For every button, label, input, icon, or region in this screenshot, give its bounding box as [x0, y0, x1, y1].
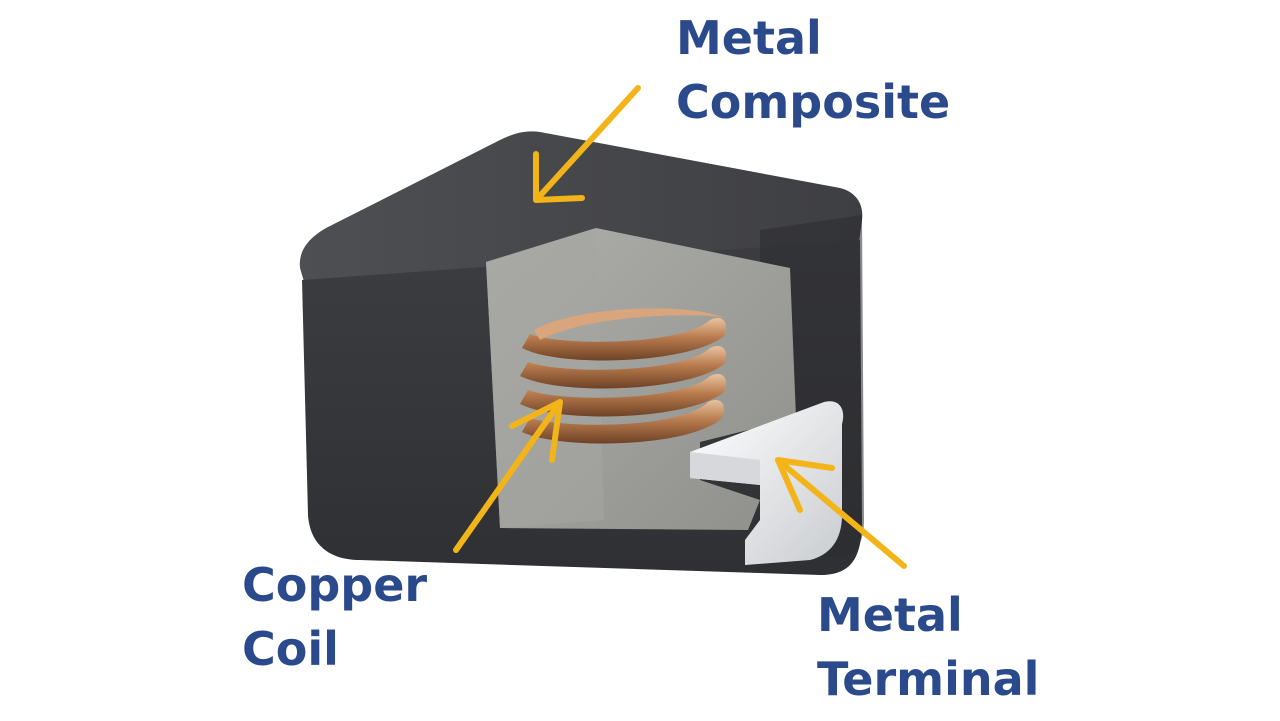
- arrow-copper-coil: [453, 399, 563, 553]
- arrow-metal-composite: [533, 85, 641, 203]
- label-metal-composite-line1: Metal: [676, 11, 822, 65]
- label-metal-composite: Metal Composite: [676, 6, 950, 134]
- arrow-metal-terminal: [775, 457, 907, 569]
- label-metal-terminal-line1: Metal: [817, 588, 963, 642]
- metal-terminal: [690, 401, 844, 565]
- label-metal-composite-line2: Composite: [676, 75, 951, 129]
- label-copper-coil-line1: Copper: [242, 558, 428, 612]
- label-metal-terminal-line2: Terminal: [817, 652, 1040, 706]
- label-metal-terminal: Metal Terminal: [817, 583, 1039, 711]
- label-copper-coil-line2: Coil: [242, 622, 339, 676]
- copper-coil: [520, 308, 727, 444]
- label-copper-coil: Copper Coil: [242, 553, 427, 681]
